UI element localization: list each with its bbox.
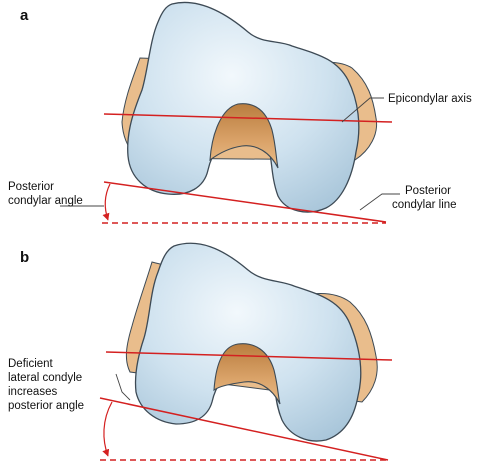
femur-condyles-b bbox=[134, 242, 362, 442]
posterior-condylar-line-b bbox=[99, 397, 389, 461]
label-epicondylar-axis: Epicondylar axis bbox=[388, 93, 472, 105]
panel-b: b Deficient lateral condyle increases po… bbox=[8, 242, 393, 461]
label-deficient-l3: increases bbox=[8, 386, 57, 398]
intercondylar-notch-b bbox=[213, 343, 281, 405]
panel-a: a Epicondylar axis Posterior condylar an… bbox=[8, 1, 472, 224]
label-posterior-condylar-angle-l1: Posterior bbox=[8, 181, 54, 193]
label-deficient-l2: lateral condyle bbox=[8, 372, 82, 384]
leader-posterior-line bbox=[359, 193, 400, 211]
panel-letter-b: b bbox=[20, 249, 29, 266]
label-deficient-l1: Deficient bbox=[8, 358, 54, 370]
panel-letter-a: a bbox=[20, 7, 29, 24]
leader-epicondylar bbox=[341, 97, 384, 123]
angle-arc-a bbox=[102, 183, 111, 221]
label-posterior-condylar-angle-l2: condylar angle bbox=[8, 195, 83, 207]
label-posterior-condylar-line-l2: condylar line bbox=[392, 199, 457, 211]
intercondylar-notch-a bbox=[209, 103, 279, 169]
posterior-condylar-line-a bbox=[103, 181, 387, 223]
label-deficient-l4: posterior angle bbox=[8, 400, 84, 412]
label-posterior-condylar-line-l1: Posterior bbox=[405, 185, 451, 197]
epicondylar-axis-line-b bbox=[105, 351, 393, 361]
angle-arc-b bbox=[102, 401, 113, 457]
leader-deficient bbox=[115, 373, 131, 401]
